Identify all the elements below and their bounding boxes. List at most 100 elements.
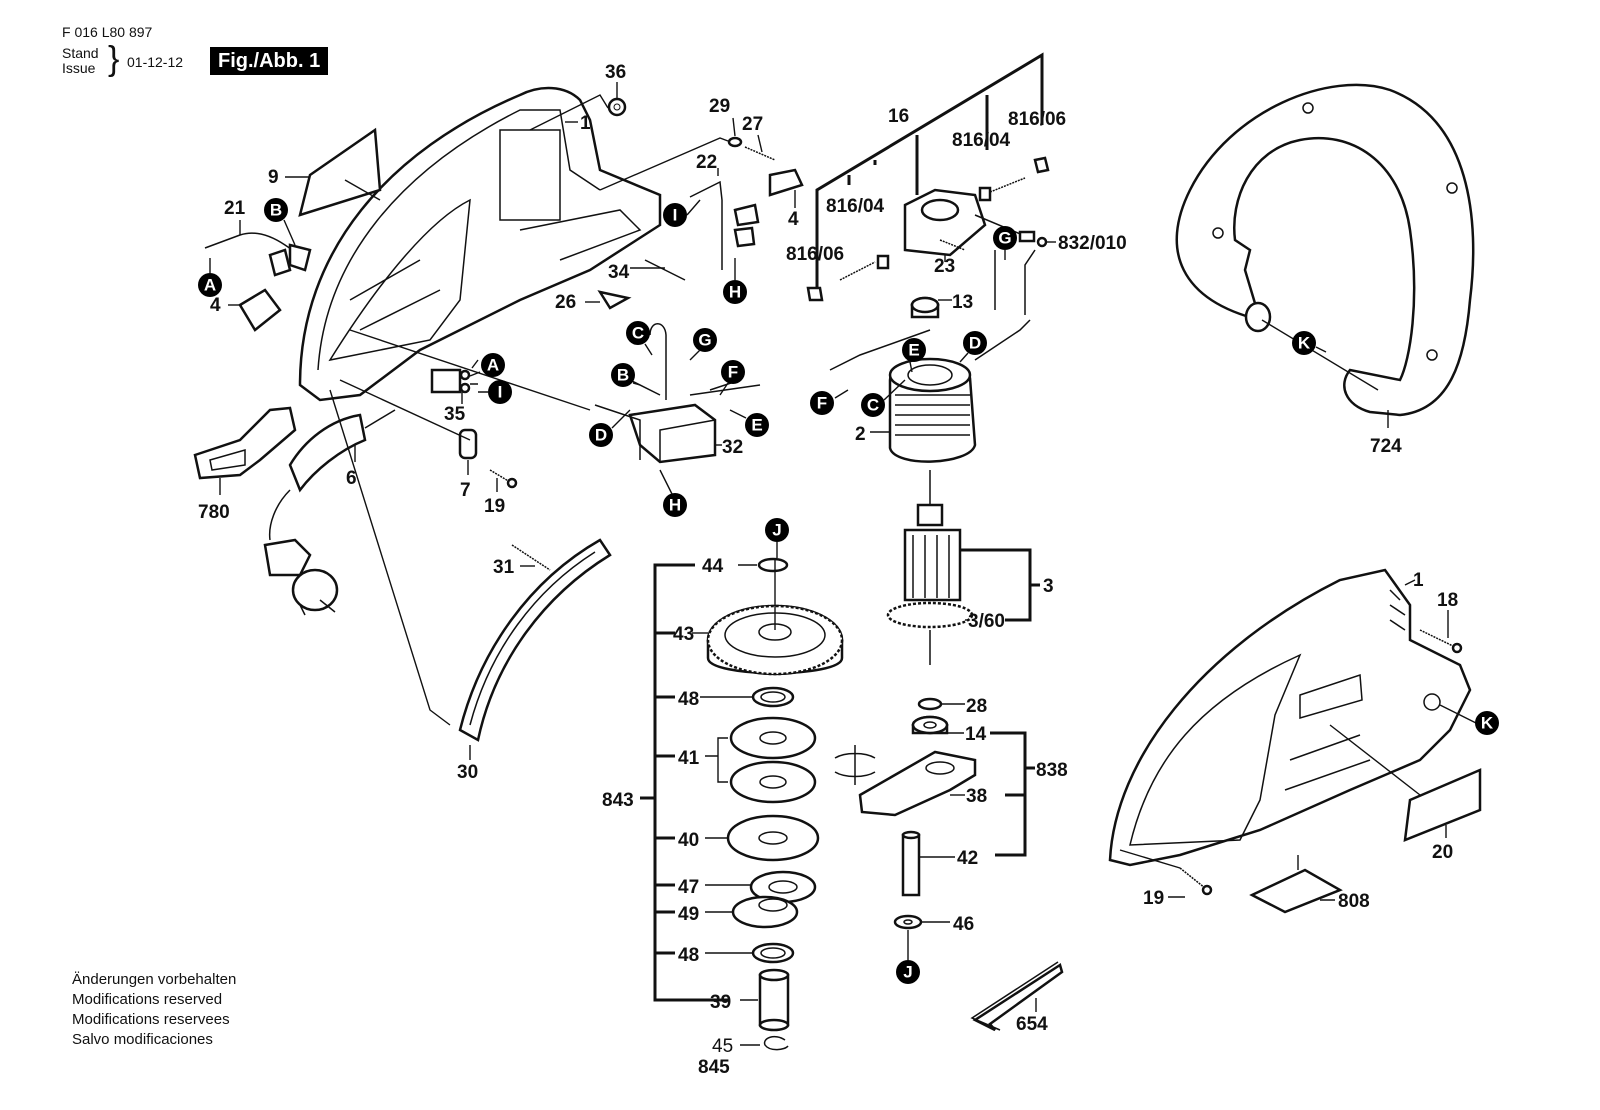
svg-text:E: E xyxy=(908,341,919,360)
ref-B-1: B xyxy=(264,198,288,222)
svg-text:1: 1 xyxy=(580,113,591,134)
svg-text:838: 838 xyxy=(1036,760,1068,781)
svg-text:27: 27 xyxy=(742,114,763,135)
svg-text:843: 843 xyxy=(602,790,634,811)
ref-A-2: A xyxy=(481,353,505,377)
svg-text:18: 18 xyxy=(1437,590,1458,611)
svg-text:16: 16 xyxy=(888,106,909,127)
rotation-symbol xyxy=(834,745,876,785)
svg-text:34: 34 xyxy=(608,262,630,283)
svg-text:28: 28 xyxy=(966,696,987,717)
svg-text:41: 41 xyxy=(678,748,700,769)
part-19-screw-left: 19 xyxy=(484,469,518,517)
ref-K-1: K xyxy=(1292,331,1316,355)
issue-date: 01-12-12 xyxy=(127,54,184,70)
part-3-armature: 3 3/60 xyxy=(886,470,1054,665)
part-9-label-plate: 9 xyxy=(268,127,382,217)
svg-text:816/06: 816/06 xyxy=(786,244,844,265)
part-28-washer: 28 xyxy=(917,696,987,717)
note-fr: Modifications reservees xyxy=(72,1011,230,1028)
svg-text:48: 48 xyxy=(678,945,699,966)
part-26-bracket: 26 xyxy=(555,290,632,313)
svg-text:A: A xyxy=(204,276,216,295)
ref-J-2: J xyxy=(896,960,920,984)
svg-text:35: 35 xyxy=(444,404,466,425)
ref-H-1: H xyxy=(723,280,747,304)
svg-text:7: 7 xyxy=(460,480,471,501)
svg-text:J: J xyxy=(772,521,781,540)
modification-notes: Änderungen vorbehalten Modifications res… xyxy=(72,970,236,1050)
ref-E-2: E xyxy=(902,338,926,362)
power-plug xyxy=(263,538,339,616)
svg-text:19: 19 xyxy=(1143,888,1164,909)
svg-text:48: 48 xyxy=(678,689,699,710)
svg-text:E: E xyxy=(751,416,762,435)
part-13-bearing: 13 xyxy=(910,292,973,319)
part-20-label: 20 xyxy=(1329,724,1482,863)
part-47-spring-washer: 47 xyxy=(678,870,817,904)
part-22-wire: 22 xyxy=(689,152,760,270)
note-de: Änderungen vorbehalten xyxy=(72,971,237,988)
ref-C-1: C xyxy=(626,321,650,345)
part-14-bearing: 14 xyxy=(911,715,987,745)
leader-line xyxy=(209,199,1327,960)
part-7-cable-clamp: 7 xyxy=(458,428,478,501)
part-34-rod: 34 xyxy=(608,259,686,283)
svg-text:724: 724 xyxy=(1370,436,1402,457)
housing-left-half xyxy=(298,86,662,402)
svg-text:I: I xyxy=(498,383,503,402)
svg-text:H: H xyxy=(669,496,681,515)
svg-text:22: 22 xyxy=(696,152,717,173)
part-808-label: 808 xyxy=(1249,855,1370,914)
ref-F-1: F xyxy=(721,360,745,384)
svg-text:A: A xyxy=(487,356,499,375)
svg-text:F: F xyxy=(728,363,738,382)
figure-title: Fig./Abb. 1 xyxy=(210,47,329,75)
part-39-shaft-sleeve: 39 xyxy=(710,968,790,1032)
svg-text:9: 9 xyxy=(268,167,279,188)
ref-C-2: C xyxy=(861,393,885,417)
part-43-gear: 43 xyxy=(673,560,844,676)
svg-text:654: 654 xyxy=(1016,1014,1048,1035)
ref-B-2: B xyxy=(611,363,635,387)
svg-text:20: 20 xyxy=(1432,842,1453,863)
part-724-front-handle: 724 xyxy=(1175,83,1475,457)
ref-E-1: E xyxy=(745,413,769,437)
svg-text:42: 42 xyxy=(957,848,978,869)
brush-holder: 23 xyxy=(903,188,987,277)
part-843-bracket: 843 xyxy=(602,563,730,1002)
part-838-bracket: 838 xyxy=(990,731,1068,857)
svg-text:816/06: 816/06 xyxy=(1008,109,1066,130)
ref-K-2: K xyxy=(1475,711,1499,735)
svg-text:808: 808 xyxy=(1338,891,1370,912)
ref-D-1: D xyxy=(589,423,613,447)
svg-text:3/60: 3/60 xyxy=(968,611,1005,632)
ref-I-2: I xyxy=(488,380,512,404)
svg-text:1: 1 xyxy=(1413,570,1424,591)
part-48-spacer-top: 48 xyxy=(678,686,795,710)
ref-J-1: J xyxy=(765,518,789,542)
leader-line xyxy=(339,379,471,441)
note-en: Modifications reserved xyxy=(72,991,223,1008)
part-42-pin: 42 xyxy=(901,830,978,897)
part-21-cable: 21 xyxy=(204,198,301,256)
svg-text:K: K xyxy=(1481,714,1494,733)
svg-text:31: 31 xyxy=(493,557,515,578)
svg-text:G: G xyxy=(998,229,1011,248)
svg-text:H: H xyxy=(729,283,741,302)
part-38-eccentric-lever: 38 xyxy=(858,750,987,817)
svg-text:13: 13 xyxy=(952,292,973,313)
part-780-cable-clip: 780 xyxy=(193,406,297,523)
svg-text:21: 21 xyxy=(224,198,246,219)
svg-text:4: 4 xyxy=(788,209,799,230)
svg-text:23: 23 xyxy=(934,256,955,277)
svg-text:40: 40 xyxy=(678,830,699,851)
part-49-washer: 49 xyxy=(678,895,799,929)
svg-text:43: 43 xyxy=(673,624,694,645)
part-19-screw-right: 19 xyxy=(1119,849,1213,909)
svg-text:C: C xyxy=(632,324,644,343)
part-35-terminal-block: 35 xyxy=(430,359,479,425)
ref-H-2: H xyxy=(663,493,687,517)
svg-text:38: 38 xyxy=(966,786,987,807)
svg-text:19: 19 xyxy=(484,496,505,517)
